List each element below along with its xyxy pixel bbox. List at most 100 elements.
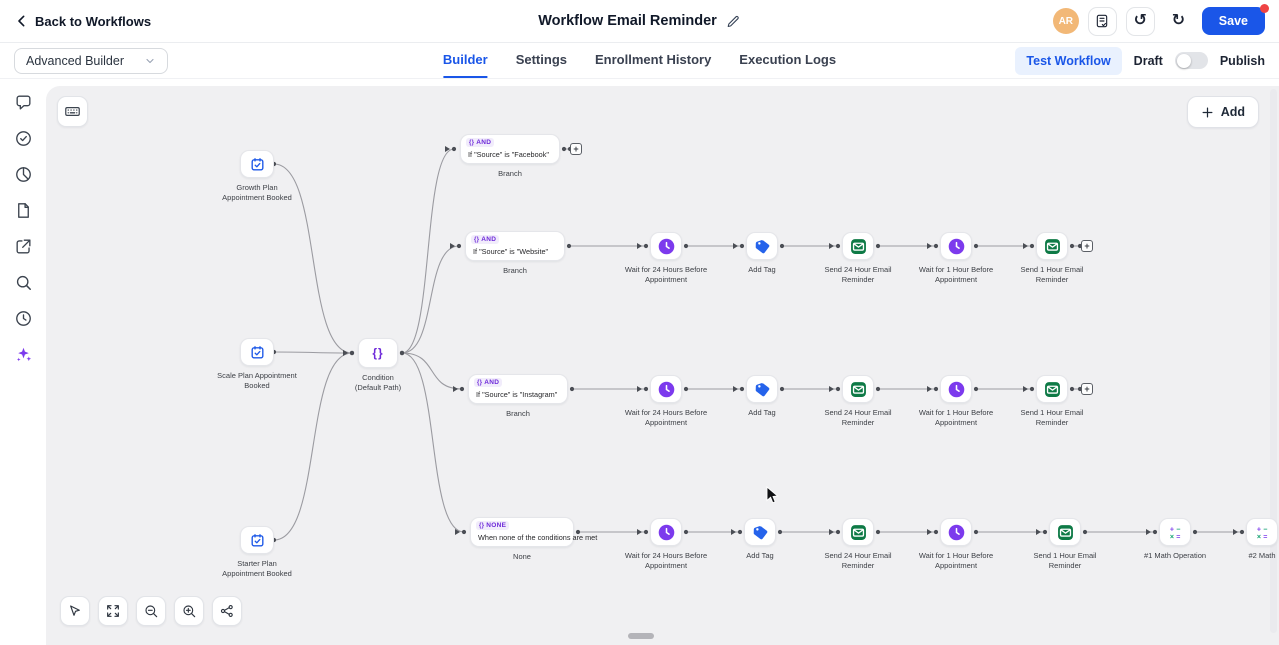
tab-execution-logs[interactable]: Execution Logs xyxy=(739,52,837,67)
node-m2[interactable]: +−×= xyxy=(1246,518,1278,546)
clock-icon xyxy=(948,524,965,541)
header-actions: AR ↺ ↻ Save xyxy=(1052,4,1269,36)
external-link-icon[interactable] xyxy=(14,237,33,256)
node-t2[interactable] xyxy=(240,338,274,366)
back-to-workflows-button[interactable]: Back to Workflows xyxy=(14,13,151,29)
toggle-knob xyxy=(1176,53,1191,68)
canvas-toolbar xyxy=(60,596,242,626)
node-t3[interactable] xyxy=(240,526,274,554)
braces-icon: {} xyxy=(372,346,384,360)
auto-layout-icon xyxy=(219,603,235,619)
node-cond[interactable]: {} xyxy=(358,338,398,368)
math-icon: +−×= xyxy=(1167,524,1184,541)
node-m1[interactable]: +−×= xyxy=(1159,518,1191,546)
node-a21[interactable] xyxy=(650,232,682,260)
branch-none-badge: {}NONE xyxy=(476,521,510,530)
svg-text:+: + xyxy=(1169,525,1173,533)
add-step-button[interactable]: + xyxy=(570,143,582,155)
snapshot-doc-button[interactable] xyxy=(1087,6,1117,36)
left-icon-sidebar xyxy=(0,80,46,645)
back-label: Back to Workflows xyxy=(35,13,152,29)
node-a31[interactable] xyxy=(650,375,682,403)
zoom-in-icon xyxy=(181,603,197,619)
edit-pencil-icon[interactable] xyxy=(726,14,741,29)
tab-settings[interactable]: Settings xyxy=(515,52,567,67)
check-circle-icon[interactable] xyxy=(14,129,33,148)
add-step-button[interactable]: + xyxy=(1081,383,1093,395)
avatar[interactable]: AR xyxy=(1052,8,1079,34)
mail-icon xyxy=(1044,238,1061,255)
auto-layout-button[interactable] xyxy=(212,596,242,626)
clock-icon xyxy=(658,524,675,541)
tag-icon xyxy=(752,524,769,541)
node-a44[interactable] xyxy=(940,518,972,546)
chevron-left-icon xyxy=(14,13,30,29)
keyboard-icon xyxy=(64,103,81,120)
save-button[interactable]: Save xyxy=(1201,4,1269,35)
fit-screen-icon xyxy=(105,603,121,619)
vertical-scrollbar[interactable] xyxy=(1270,89,1277,633)
file-icon[interactable] xyxy=(14,201,33,220)
builder-mode-value: Advanced Builder xyxy=(26,53,124,68)
mail-icon xyxy=(850,238,867,255)
node-a23[interactable] xyxy=(842,232,874,260)
add-label: Add xyxy=(1220,105,1245,119)
calendar-check-icon xyxy=(250,345,265,360)
pie-chart-icon[interactable] xyxy=(14,165,33,184)
node-a34[interactable] xyxy=(940,375,972,403)
workflow-edges xyxy=(271,146,1245,543)
ai-sparkles-icon[interactable] xyxy=(14,345,33,364)
node-t1[interactable] xyxy=(240,150,274,178)
node-a41[interactable] xyxy=(650,518,682,546)
node-a45[interactable] xyxy=(1049,518,1081,546)
branch-condition-text: If "Source" is "Website" xyxy=(473,247,549,256)
undo-button[interactable]: ↺ xyxy=(1125,6,1155,36)
publish-toggle[interactable] xyxy=(1174,52,1208,69)
builder-mode-select[interactable]: Advanced Builder xyxy=(14,47,168,74)
node-a35[interactable] xyxy=(1036,375,1068,403)
math-icon: +−×= xyxy=(1254,524,1271,541)
clock-icon xyxy=(948,238,965,255)
add-node-button[interactable]: Add xyxy=(1186,96,1259,128)
tab-builder[interactable]: Builder xyxy=(442,43,488,78)
clock-icon xyxy=(948,381,965,398)
add-step-button[interactable]: + xyxy=(1081,240,1093,252)
keyboard-shortcuts-button[interactable] xyxy=(57,96,88,127)
calendar-check-icon xyxy=(250,157,265,172)
publish-label: Publish xyxy=(1219,53,1265,68)
mail-icon xyxy=(1057,524,1074,541)
redo-button[interactable]: ↻ xyxy=(1163,6,1193,36)
node-a24[interactable] xyxy=(940,232,972,260)
builder-tabs: Builder Settings Enrollment History Executi… xyxy=(442,43,837,78)
svg-text:×: × xyxy=(1169,532,1173,540)
clock-icon xyxy=(658,381,675,398)
node-a33[interactable] xyxy=(842,375,874,403)
zoom-in-button[interactable] xyxy=(174,596,204,626)
svg-text:=: = xyxy=(1263,532,1267,540)
snapshot-doc-icon xyxy=(1094,13,1110,29)
zoom-out-button[interactable] xyxy=(136,596,166,626)
node-a22[interactable] xyxy=(746,232,778,260)
pointer-button[interactable] xyxy=(60,596,90,626)
svg-text:−: − xyxy=(1263,525,1267,533)
tag-icon xyxy=(754,381,771,398)
test-workflow-button[interactable]: Test Workflow xyxy=(1015,46,1122,75)
node-a25[interactable] xyxy=(1036,232,1068,260)
fit-screen-button[interactable] xyxy=(98,596,128,626)
node-a32[interactable] xyxy=(746,375,778,403)
comment-icon[interactable] xyxy=(14,93,33,112)
horizontal-scrollbar[interactable] xyxy=(628,633,654,639)
history-clock-icon[interactable] xyxy=(14,309,33,328)
node-a43[interactable] xyxy=(842,518,874,546)
svg-text:+: + xyxy=(1256,525,1260,533)
search-icon[interactable] xyxy=(14,273,33,292)
branch-condition-text: If "Source" is "Instagram" xyxy=(476,390,558,399)
tab-enrollment-history[interactable]: Enrollment History xyxy=(595,52,712,67)
node-a42[interactable] xyxy=(744,518,776,546)
